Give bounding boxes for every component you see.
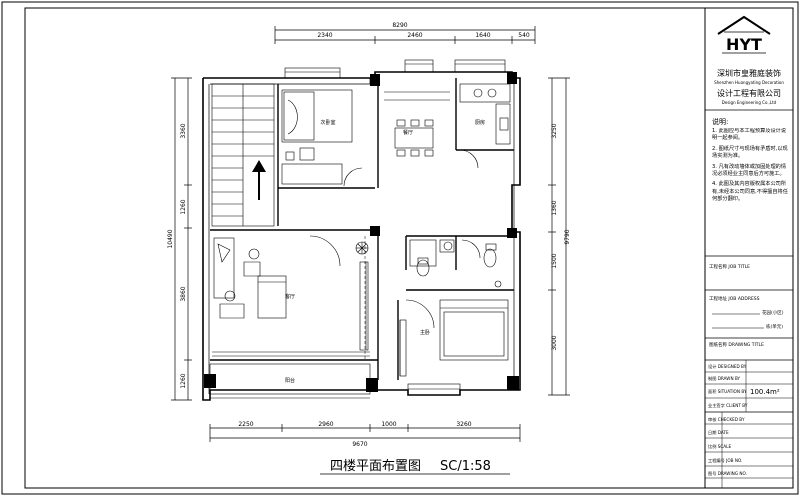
room-label-kitchen: 厨房 — [475, 119, 485, 126]
dim-top-seg-1: 2340 — [317, 32, 332, 39]
sheet-inner-frame — [24, 7, 794, 489]
dim-right-seg-3: 1500 — [551, 253, 558, 268]
company-name-cn-2: 设计工程有限公司 — [717, 88, 781, 98]
note-item: 1. 此图应与本工程预算及设计说明一起参阅。 — [712, 128, 787, 142]
room-label-master-bedroom: 主卧 — [420, 329, 430, 336]
window-bays-top — [284, 59, 506, 79]
dim-top-overall: 8290 — [392, 22, 407, 29]
left-dimension-chain — [171, 77, 192, 401]
dim-left-seg-2: 1260 — [180, 199, 187, 214]
company-logo: HYT — [717, 15, 771, 54]
client-by-label: 业主签字 CLIENT BY — [708, 402, 748, 408]
job-no-label: 工程编号 JOB NO. — [708, 457, 742, 464]
dim-right-overall: 9790 — [564, 229, 571, 244]
drawing-no-label: 图号 DRAWING NO. — [708, 471, 747, 477]
dim-right-seg-2: 1360 — [551, 200, 558, 215]
date-label: 日期 DATE — [708, 430, 729, 436]
area-value: 100.4m² — [750, 388, 780, 396]
logo-text: HYT — [726, 35, 762, 54]
title-block: HYT 深圳市皇雅庭装饰 Shenzhen Huangyating Decora… — [704, 7, 794, 489]
project-address-row-a: 花园(小区) — [762, 309, 784, 316]
living-window — [212, 351, 370, 357]
notes-list: 1. 此图应与本工程预算及设计说明一起参阅。 2. 图纸尺寸与现场有矛盾时,以现… — [712, 128, 788, 204]
potted-plant-icon — [355, 241, 369, 255]
company-name-en-1: Shenzhen Huangyating Decoration — [714, 80, 784, 85]
dim-right-seg-4: 3000 — [551, 335, 558, 350]
balcony — [209, 363, 461, 399]
bathroom — [409, 239, 502, 288]
note-item: 2. 图纸尺寸与现场有矛盾时,以现场实测为准。 — [712, 145, 788, 160]
dining-area — [384, 91, 450, 157]
drawing-title: 四楼平面布置图 — [330, 459, 421, 474]
dim-left-seg-1: 3360 — [180, 123, 187, 138]
company-name-en-2: Design Engineering Co.,Ltd — [722, 100, 777, 105]
dim-bottom-overall: 9670 — [352, 441, 367, 448]
stairwell — [211, 83, 275, 227]
room-label-secondary-bedroom: 次卧室 — [320, 119, 335, 126]
right-dimension-chain — [548, 77, 570, 396]
dim-top-seg-2: 2460 — [407, 32, 422, 39]
structural-columns — [204, 72, 519, 392]
drawing-scale: SC/1:58 — [440, 459, 491, 474]
project-address-row-b: 栋(单元) — [766, 323, 783, 330]
top-dimension-chain — [274, 26, 536, 44]
note-item: 3. 凡有改动墙体或加固处理的情况必须经业主同意后方可施工。 — [712, 163, 787, 178]
company-name-cn-1: 深圳市皇雅庭装饰 — [717, 68, 781, 78]
master-bedroom — [399, 299, 509, 377]
dim-bottom-seg-1: 2250 — [238, 421, 253, 428]
dim-bottom-seg-2: 2960 — [318, 421, 333, 428]
dim-left-overall: 10490 — [167, 229, 174, 248]
kitchen — [459, 83, 511, 169]
drawn-by-label: 制图 DRAWN BY — [708, 375, 741, 382]
interior-walls — [210, 78, 514, 380]
drawing-name-label: 图纸名称 DRAWING TITLE — [709, 341, 764, 348]
floor-plan: 8290 2340 2460 1640 540 10490 3360 1260 … — [167, 22, 571, 448]
dim-bottom-seg-4: 3260 — [456, 421, 471, 428]
dim-top-seg-4: 540 — [518, 32, 530, 39]
dim-left-seg-3: 3860 — [180, 286, 187, 301]
dim-left-seg-4: 1260 — [180, 373, 187, 388]
note-item: 4. 此图及其内容版权属本公司所有,未经本公司同意,不得擅自将任何部分翻印。 — [712, 181, 788, 203]
room-label-balcony: 阳台 — [285, 377, 295, 384]
scale-label: 比例 SCALE — [708, 443, 731, 450]
dim-bottom-seg-3: 1000 — [381, 421, 396, 428]
room-label-living: 客厅 — [285, 293, 295, 300]
notes-heading: 说明: — [712, 117, 728, 126]
bottom-dimension-chain — [209, 424, 521, 442]
area-label: 面积 SITUATION BY — [708, 388, 747, 395]
secondary-bedroom — [281, 89, 363, 187]
checked-by-label: 审核 CHECKED BY — [708, 416, 745, 423]
room-label-dining: 餐厅 — [403, 129, 413, 136]
living-room — [213, 235, 369, 351]
dim-top-seg-3: 1640 — [475, 32, 490, 39]
stair-up-arrow-icon — [252, 160, 266, 200]
designed-by-label: 设计 DESIGNED BY — [708, 363, 747, 370]
project-name-label: 工程名称 JOB TITLE — [709, 263, 750, 270]
project-address-label: 工程地址 JOB ADDRESS — [709, 295, 760, 302]
dim-right-seg-1: 3250 — [551, 123, 558, 138]
